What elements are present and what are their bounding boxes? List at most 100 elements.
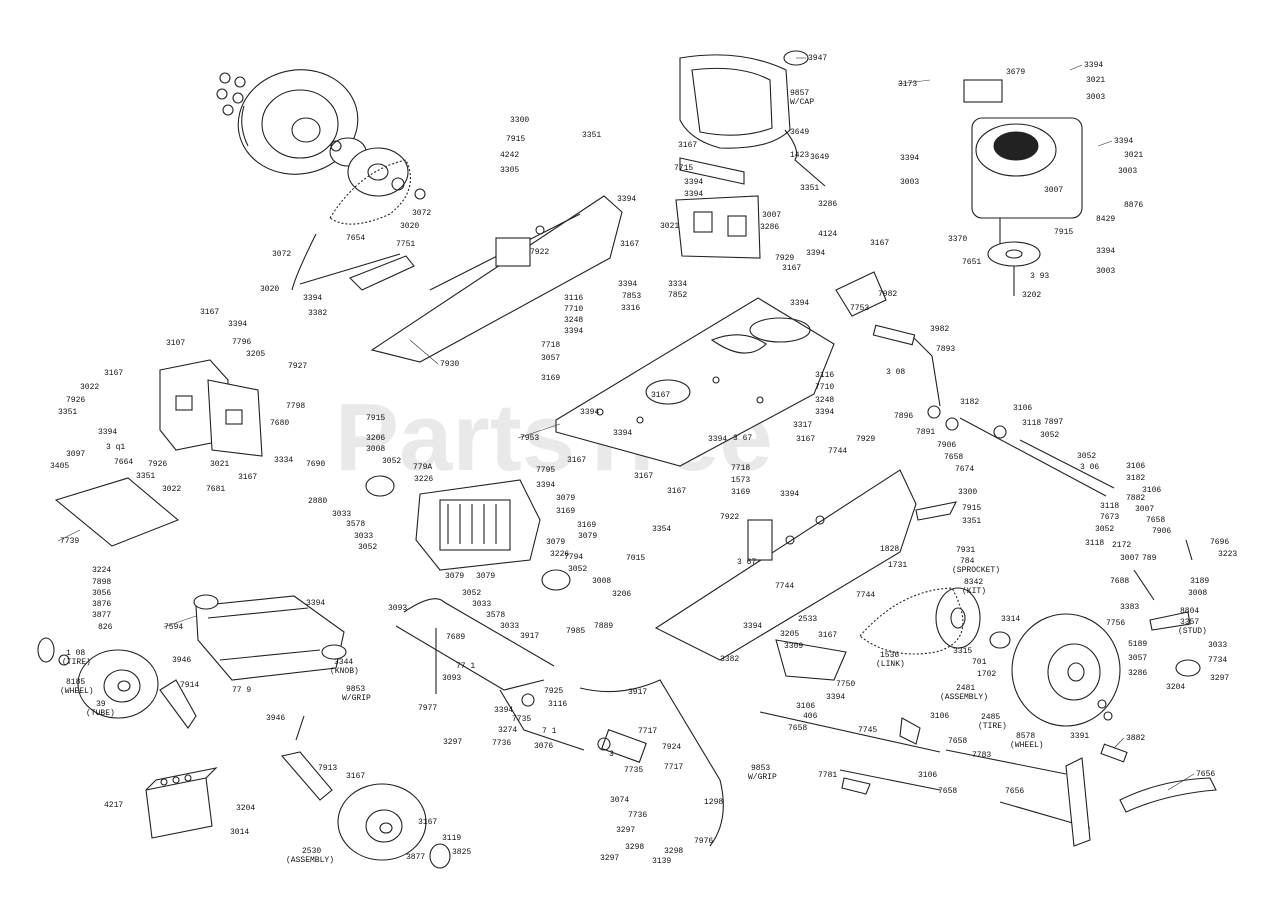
part-label: 7915 xyxy=(1054,228,1073,237)
part-label: 3351 xyxy=(136,472,155,481)
shift-lever-assembly xyxy=(872,324,1115,497)
part-label: 7930 xyxy=(440,360,459,369)
part-label: 3167 xyxy=(567,456,586,465)
part-label: 8185 xyxy=(66,678,85,687)
part-label: 7926 xyxy=(66,396,85,405)
part-label: 7656 xyxy=(1196,770,1215,779)
part-label: 7925 xyxy=(544,687,563,696)
part-label: 7689 xyxy=(446,633,465,642)
part-label: 3169 xyxy=(577,521,596,530)
part-label: 3119 xyxy=(442,834,461,843)
part-label: 3882 xyxy=(1126,734,1145,743)
part-label: 3008 xyxy=(366,445,385,454)
lift-linkage xyxy=(1133,539,1201,677)
part-label: 7783 xyxy=(972,751,991,760)
part-label: (LINK) xyxy=(876,660,905,669)
part-label: 3116 xyxy=(564,294,583,303)
part-label: 7680 xyxy=(270,419,289,428)
part-label: 3334 xyxy=(274,456,293,465)
part-label: 3052 xyxy=(1095,525,1114,534)
part-label: 1423 xyxy=(790,151,809,160)
part-label: 3394 xyxy=(806,249,825,258)
part-label: 7690 xyxy=(306,460,325,469)
part-label: 3167 xyxy=(238,473,257,482)
part-label: (TIRE) xyxy=(62,658,91,667)
part-label: 7781 xyxy=(818,771,837,780)
rear-drive-sprocket xyxy=(859,587,1011,655)
part-label: 7654 xyxy=(346,234,365,243)
part-label: 7710 xyxy=(815,383,834,392)
spindle-right xyxy=(280,715,333,801)
part-label: 3097 xyxy=(66,450,85,459)
part-label: 3206 xyxy=(612,590,631,599)
part-label: (TIRE) xyxy=(978,722,1007,731)
rear-right-wheel xyxy=(1011,613,1121,727)
part-label: 7594 xyxy=(164,623,183,632)
brake-rods xyxy=(759,711,1217,847)
part-label: 3072 xyxy=(412,209,431,218)
part-label: 3093 xyxy=(442,674,461,683)
front-left-wheel xyxy=(37,637,159,719)
part-label: 3946 xyxy=(172,656,191,665)
part-label: 3007 xyxy=(1135,505,1154,514)
part-label: 3394 xyxy=(684,190,703,199)
part-label: 3118 xyxy=(1100,502,1119,511)
part-label: 7882 xyxy=(1126,494,1145,503)
part-label: 7734 xyxy=(1208,656,1227,665)
part-label: 701 xyxy=(972,658,987,667)
part-label: 7735 xyxy=(624,766,643,775)
part-label: 3394 xyxy=(1084,61,1103,70)
part-label: 3394 xyxy=(826,693,845,702)
part-label: 3056 xyxy=(92,589,111,598)
part-label: 9857 xyxy=(790,89,809,98)
part-label: 3334 xyxy=(668,280,687,289)
part-label: 789 xyxy=(1142,554,1157,563)
part-label: 77 9 xyxy=(232,686,251,695)
part-label: 2485 xyxy=(981,713,1000,722)
part-label: 3382 xyxy=(308,309,327,318)
part-label: 7658 xyxy=(938,787,957,796)
part-label: 3394 xyxy=(1114,137,1133,146)
part-label: 7853 xyxy=(622,292,641,301)
part-label: 8876 xyxy=(1124,201,1143,210)
part-label: 3052 xyxy=(358,543,377,552)
main-chassis-plate xyxy=(555,297,835,467)
part-label: 3106 xyxy=(1142,486,1161,495)
seat-bracket-right xyxy=(775,271,957,681)
part-label: 3391 xyxy=(1070,732,1089,741)
part-label: 3298 xyxy=(625,843,644,852)
part-label: 3093 xyxy=(388,604,407,613)
part-label: 3394 xyxy=(564,327,583,336)
part-label: 39 xyxy=(96,700,106,709)
part-label: 7658 xyxy=(944,453,963,462)
part-label: 3382 xyxy=(720,655,739,664)
part-label: 4242 xyxy=(500,151,519,160)
seat-bracket xyxy=(675,157,761,259)
part-label: 1702 xyxy=(977,670,996,679)
transaxle xyxy=(365,475,571,591)
part-label: 7015 xyxy=(626,554,645,563)
part-label: 3033 xyxy=(332,510,351,519)
steering-rod xyxy=(395,598,555,694)
part-label: 3021 xyxy=(1124,151,1143,160)
part-label: 3167 xyxy=(667,487,686,496)
part-label: 3007 xyxy=(1120,554,1139,563)
part-label: 3167 xyxy=(620,240,639,249)
part-label: 8342 xyxy=(964,578,983,587)
part-label: 7929 xyxy=(775,254,794,263)
part-label: 3169 xyxy=(731,488,750,497)
part-label: (STUD) xyxy=(1178,627,1207,636)
part-label: 3003 xyxy=(1096,267,1115,276)
part-label: 7977 xyxy=(418,704,437,713)
part-label: (ASSEMBLY) xyxy=(940,693,988,702)
part-label: 3314 xyxy=(1001,615,1020,624)
part-label: 7794 xyxy=(564,553,583,562)
part-label: 3578 xyxy=(346,520,365,529)
part-label: 3008 xyxy=(1188,589,1207,598)
part-label: 7913 xyxy=(318,764,337,773)
part-label: 7688 xyxy=(1110,577,1129,586)
part-label: 3189 xyxy=(1190,577,1209,586)
part-label: 3033 xyxy=(472,600,491,609)
